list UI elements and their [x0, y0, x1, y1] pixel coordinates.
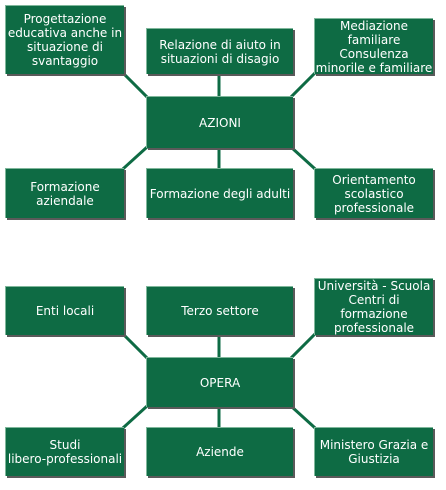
connector	[121, 404, 149, 430]
opera-diagram: Enti locali Terzo settore Università - S…	[0, 270, 446, 490]
connector	[289, 71, 317, 99]
node-label: Relazione di aiuto in situazioni di disa…	[159, 37, 281, 66]
node-label: AZIONI	[199, 115, 241, 130]
connector	[289, 332, 317, 360]
node-label: Aziende	[196, 445, 244, 459]
node-top-mid: Relazione di aiuto in situazioni di disa…	[146, 28, 293, 74]
node-label: Mediazione familiare Consulenza minorile…	[315, 18, 433, 75]
connector	[289, 404, 317, 430]
azioni-connectors	[121, 71, 317, 171]
node-label: Enti locali	[35, 304, 95, 318]
connector	[289, 145, 317, 171]
connector	[121, 145, 149, 171]
node-label: Ministero Grazia e Giustizia	[319, 438, 429, 466]
opera-connectors	[121, 332, 317, 430]
connector	[121, 71, 149, 99]
node-top-mid: Terzo settore	[146, 286, 293, 335]
node-bottom-mid: Aziende	[146, 427, 293, 476]
connector	[121, 332, 149, 360]
node-label: Orientamento scolastico professionale	[332, 172, 416, 215]
node-label: OPERA	[199, 375, 241, 390]
node-top-right: Università - Scuola Centri di formazione…	[314, 278, 433, 335]
node-top-left: Enti locali	[5, 286, 124, 335]
node-bottom-right: Ministero Grazia e Giustizia	[314, 427, 433, 476]
azioni-diagram: Progettazione educativa anche in situazi…	[0, 0, 446, 228]
node-center: OPERA	[146, 357, 293, 407]
node-center: AZIONI	[146, 96, 293, 148]
node-bottom-left: Formazione aziendale	[5, 168, 124, 218]
node-bottom-right: Orientamento scolastico professionale	[314, 168, 433, 218]
node-top-left: Progettazione educativa anche in situazi…	[5, 5, 124, 74]
node-label: Studi libero-professionali	[7, 438, 123, 466]
node-bottom-mid: Formazione degli adulti	[146, 168, 293, 218]
node-label: Progettazione educativa anche in situazi…	[7, 12, 123, 68]
node-top-right: Mediazione familiare Consulenza minorile…	[314, 18, 433, 75]
node-label: Formazione degli adulti	[149, 186, 291, 201]
node-label: Terzo settore	[181, 304, 259, 318]
node-label: Università - Scuola Centri di formazione…	[317, 279, 431, 335]
node-label: Formazione aziendale	[30, 179, 100, 208]
node-bottom-left: Studi libero-professionali	[5, 427, 124, 476]
